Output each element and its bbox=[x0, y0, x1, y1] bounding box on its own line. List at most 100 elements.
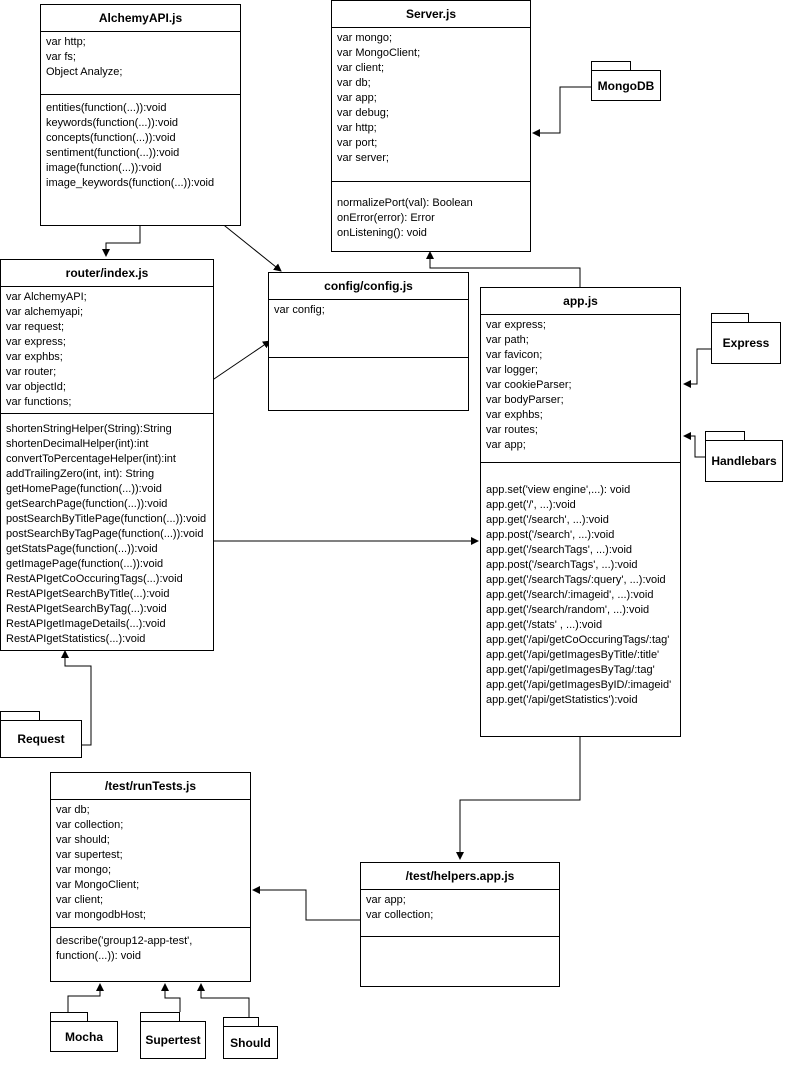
method: app.get('/searchTags', ...):void bbox=[486, 544, 633, 556]
method: getImagePage(function(...)):void bbox=[6, 558, 164, 570]
package-label: Handlebars bbox=[705, 440, 783, 482]
helpers-class: /test/helpers.app.js var app; var collec… bbox=[360, 862, 560, 987]
alchemy-class: AlchemyAPI.js var http; var fs; Object A… bbox=[40, 4, 241, 226]
attribute: var app; bbox=[366, 894, 406, 906]
method: image(function(...)):void bbox=[46, 162, 162, 174]
class-title: /test/helpers.app.js bbox=[361, 863, 559, 890]
method: RestAPIgetSearchByTitle(...):void bbox=[6, 588, 170, 600]
attribute: var db; bbox=[56, 804, 90, 816]
attribute: var functions; bbox=[6, 396, 72, 408]
attribute: var alchemyapi; bbox=[6, 306, 84, 318]
method: app.post('/searchTags', ...):void bbox=[486, 559, 638, 571]
config-class: config/config.js var config; bbox=[268, 272, 469, 411]
edge-request-router bbox=[61, 650, 92, 746]
attributes-section: var express; var path; var favicon; var … bbox=[481, 315, 680, 463]
mongodb-package: MongoDB bbox=[591, 61, 661, 101]
express-package: Express bbox=[711, 313, 781, 364]
method: app.get('/search', ...):void bbox=[486, 514, 609, 526]
router-class: router/index.js var AlchemyAPI; var alch… bbox=[0, 259, 214, 651]
method: image_keywords(function(...)):void bbox=[46, 177, 215, 189]
edge-express-app bbox=[683, 348, 711, 388]
method: RestAPIgetImageDetails(...):void bbox=[6, 618, 166, 630]
method: describe('group12-app-test', bbox=[56, 935, 193, 947]
package-label: Request bbox=[0, 720, 82, 758]
method: entities(function(...)):void bbox=[46, 102, 167, 114]
attribute: var config; bbox=[274, 304, 325, 316]
handlebars-package: Handlebars bbox=[705, 431, 783, 482]
attribute: var routes; bbox=[486, 424, 538, 436]
edge-alchemy-router bbox=[102, 226, 141, 257]
attributes-section: var db; var collection; var should; var … bbox=[51, 800, 250, 928]
method: app.get('/', ...):void bbox=[486, 499, 576, 511]
app-class: app.js var express; var path; var favico… bbox=[480, 287, 681, 737]
methods-section: app.set('view engine',...): void app.get… bbox=[481, 463, 680, 711]
attributes-section: var app; var collection; bbox=[361, 890, 559, 937]
method: function(...)): void bbox=[56, 950, 141, 962]
method: getSearchPage(function(...)):void bbox=[6, 498, 168, 510]
edge-app-server bbox=[426, 251, 581, 287]
edge-alchemy-config bbox=[219, 221, 282, 272]
method: RestAPIgetStatistics(...):void bbox=[6, 633, 146, 645]
supertest-package: Supertest bbox=[140, 1012, 206, 1059]
attribute: var app; bbox=[337, 92, 377, 104]
should-package: Should bbox=[223, 1017, 278, 1059]
attribute: var objectId; bbox=[6, 381, 66, 393]
class-title: router/index.js bbox=[1, 260, 213, 287]
method: app.get('/stats' , ...):void bbox=[486, 619, 603, 631]
attribute: var express; bbox=[6, 336, 66, 348]
edge-router-config bbox=[210, 340, 271, 382]
class-title: AlchemyAPI.js bbox=[41, 5, 240, 32]
attribute: var express; bbox=[486, 319, 546, 331]
attribute: var exphbs; bbox=[6, 351, 63, 363]
attribute: var fs; bbox=[46, 51, 76, 63]
attribute: var should; bbox=[56, 834, 110, 846]
methods-section: normalizePort(val): Boolean onError(erro… bbox=[332, 182, 530, 244]
attribute: var supertest; bbox=[56, 849, 123, 861]
package-label: Mocha bbox=[50, 1021, 118, 1052]
class-title: Server.js bbox=[332, 1, 530, 28]
method: keywords(function(...)):void bbox=[46, 117, 179, 129]
attribute: var request; bbox=[6, 321, 65, 333]
class-title: /test/runTests.js bbox=[51, 773, 250, 800]
method: shortenStringHelper(String):String bbox=[6, 423, 172, 435]
method: app.get('/api/getImagesByTag/:tag' bbox=[486, 664, 655, 676]
method: getStatsPage(function(...)):void bbox=[6, 543, 158, 555]
edge-app-helpers bbox=[456, 737, 581, 860]
class-title: config/config.js bbox=[269, 273, 468, 300]
server-class: Server.js var mongo; var MongoClient; va… bbox=[331, 0, 531, 252]
method: app.post('/search', ...):void bbox=[486, 529, 615, 541]
methods-section: shortenStringHelper(String):String short… bbox=[1, 414, 213, 650]
method: app.get('/search/random', ...):void bbox=[486, 604, 650, 616]
methods-section: entities(function(...)):void keywords(fu… bbox=[41, 95, 240, 194]
attribute: Object Analyze; bbox=[46, 66, 123, 78]
mocha-package: Mocha bbox=[50, 1012, 118, 1052]
methods-section: describe('group12-app-test', function(..… bbox=[51, 928, 250, 967]
attributes-section: var AlchemyAPI; var alchemyapi; var requ… bbox=[1, 287, 213, 414]
method: app.get('/search/:imageid', ...):void bbox=[486, 589, 654, 601]
attribute: var collection; bbox=[366, 909, 434, 921]
method: postSearchByTitlePage(function(...)):voi… bbox=[6, 513, 207, 525]
methods-section bbox=[361, 937, 559, 943]
attribute: var port; bbox=[337, 137, 378, 149]
method: app.get('/searchTags/:query', ...):void bbox=[486, 574, 666, 586]
attributes-section: var http; var fs; Object Analyze; bbox=[41, 32, 240, 95]
attribute: var mongo; bbox=[56, 864, 112, 876]
attribute: var favicon; bbox=[486, 349, 543, 361]
runtests-class: /test/runTests.js var db; var collection… bbox=[50, 772, 251, 982]
attribute: var exphbs; bbox=[486, 409, 543, 421]
attribute: var client; bbox=[56, 894, 104, 906]
edge-handlebars-app bbox=[683, 432, 705, 458]
request-package: Request bbox=[0, 711, 82, 758]
attribute: var mongodbHost; bbox=[56, 909, 146, 921]
method: onListening(): void bbox=[337, 227, 427, 239]
attribute: var client; bbox=[337, 62, 385, 74]
attribute: var debug; bbox=[337, 107, 389, 119]
package-label: Supertest bbox=[140, 1021, 206, 1059]
method: app.set('view engine',...): void bbox=[486, 484, 631, 496]
attribute: var cookieParser; bbox=[486, 379, 572, 391]
method: postSearchByTagPage(function(...)):void bbox=[6, 528, 204, 540]
attribute: var mongo; bbox=[337, 32, 393, 44]
attribute: var server; bbox=[337, 152, 389, 164]
method: normalizePort(val): Boolean bbox=[337, 197, 473, 209]
